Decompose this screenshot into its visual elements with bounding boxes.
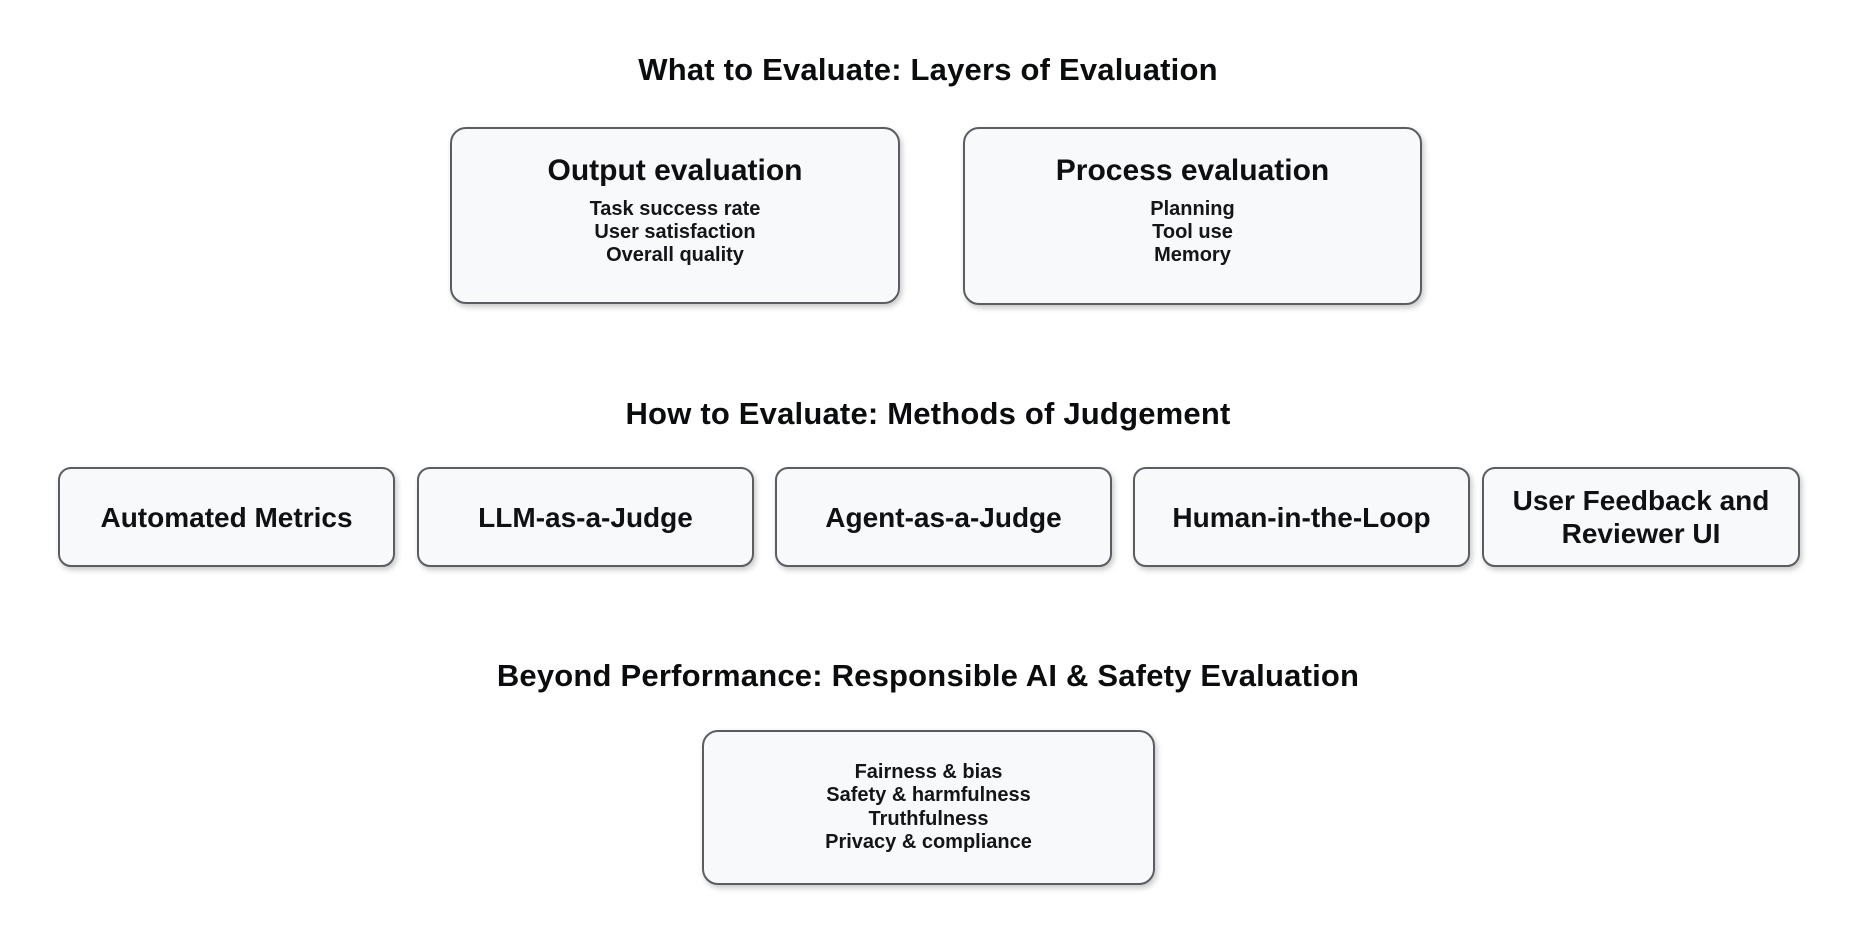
card-human-in-the-loop: Human-in-the-Loop [1133, 467, 1470, 567]
card-line-privacy-compliance: Privacy & compliance [825, 831, 1032, 853]
card-automated-metrics: Automated Metrics [58, 467, 395, 567]
method-label-automated-metrics: Automated Metrics [100, 501, 353, 533]
card-output-evaluation: Output evaluation Task success rate User… [450, 127, 900, 304]
card-responsible-ai-safety: Fairness & bias Safety & harmfulness Tru… [702, 730, 1155, 885]
section-title-what-to-evaluate: What to Evaluate: Layers of Evaluation [638, 52, 1218, 87]
card-line-overall-quality: Overall quality [606, 244, 744, 266]
card-process-evaluation: Process evaluation Planning Tool use Mem… [963, 127, 1422, 305]
card-line-truthfulness: Truthfulness [868, 807, 989, 830]
section-title-how-to-evaluate: How to Evaluate: Methods of Judgement [625, 396, 1231, 431]
card-user-feedback-reviewer-ui: User Feedback and Reviewer UI [1482, 467, 1800, 567]
card-agent-as-a-judge: Agent-as-a-Judge [775, 467, 1112, 567]
card-heading-process-evaluation: Process evaluation [1055, 154, 1330, 187]
card-line-safety-harmfulness: Safety & harmfulness [826, 784, 1031, 806]
card-heading-output-evaluation: Output evaluation [547, 154, 803, 187]
method-label-llm-as-a-judge: LLM-as-a-Judge [478, 501, 693, 533]
method-label-user-feedback-reviewer-ui: User Feedback and Reviewer UI [1512, 485, 1770, 549]
section-title-beyond-performance: Beyond Performance: Responsible AI & Saf… [496, 658, 1360, 693]
method-label-human-in-the-loop: Human-in-the-Loop [1172, 501, 1431, 533]
card-line-tool-use: Tool use [1152, 221, 1233, 243]
card-line-user-satisfaction: User satisfaction [594, 221, 756, 243]
card-llm-as-a-judge: LLM-as-a-Judge [417, 467, 754, 567]
card-line-memory: Memory [1154, 244, 1231, 266]
card-line-task-success-rate: Task success rate [589, 198, 761, 220]
card-line-planning: Planning [1150, 198, 1235, 220]
method-label-agent-as-a-judge: Agent-as-a-Judge [825, 501, 1062, 533]
card-line-fairness-bias: Fairness & bias [854, 760, 1003, 783]
